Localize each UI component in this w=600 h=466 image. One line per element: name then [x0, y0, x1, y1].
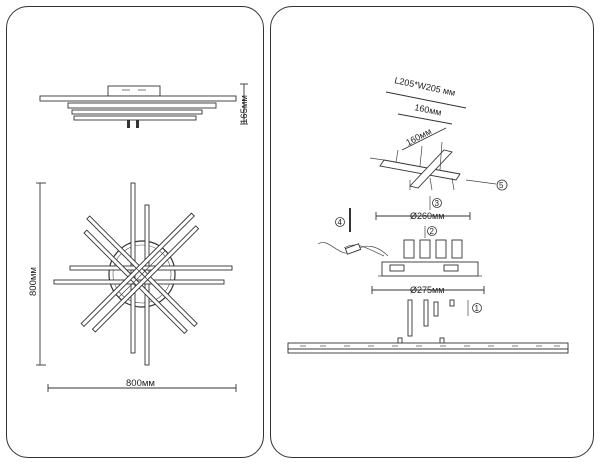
side-view-connector-a — [127, 120, 130, 128]
base-bar — [287, 342, 569, 350]
side-view-connector-b — [136, 120, 139, 128]
screw-right — [465, 179, 497, 185]
center-ring — [108, 240, 176, 308]
bracket-size-label: L205*W205 мм — [394, 75, 457, 98]
post-3 — [433, 301, 439, 317]
step-number-1: 1 — [475, 304, 480, 313]
side-height-label: 165мм — [239, 95, 250, 124]
mounting-bracket — [379, 141, 461, 191]
ray-diagonal-1 — [86, 215, 198, 327]
side-view: 165мм — [39, 83, 250, 128]
step-number-5: 5 — [499, 181, 504, 190]
top-view: 800мм 800мм — [28, 182, 237, 392]
top-width-label: 800мм — [126, 378, 155, 389]
terminal-blocks — [403, 239, 463, 259]
step-number-2: 2 — [430, 227, 435, 236]
bracket-size-dim-line — [385, 91, 467, 109]
side-view-bar-low — [71, 109, 203, 115]
step-circle-5 — [496, 179, 508, 191]
bracket-dim-a-label: 160мм — [414, 102, 443, 117]
top-height-label: 800мм — [28, 267, 39, 296]
step-circle-4 — [335, 217, 345, 227]
base-bar-lower — [287, 348, 569, 354]
step-number-3: 3 — [435, 199, 440, 208]
side-view-bar-top — [39, 95, 237, 102]
side-view-canopy — [107, 85, 161, 97]
mount-diameter-label: Ø260мм — [410, 211, 444, 221]
base-diameter-label: Ø275мм — [410, 285, 444, 295]
right-panel — [270, 6, 594, 458]
ray-vertical-2 — [144, 204, 150, 366]
side-view-bar-mid — [67, 102, 217, 109]
bracket-dim-a-line — [397, 113, 453, 125]
ray-diagonal-2 — [83, 229, 188, 335]
side-view-bar-bottom — [73, 115, 197, 121]
ray-horizontal-1 — [69, 265, 233, 271]
post-1 — [407, 299, 413, 337]
step-circle-2 — [427, 226, 437, 236]
step-circle-1 — [472, 303, 482, 313]
bracket-dim-b-line — [401, 127, 447, 151]
install-diagram: L205*W205 мм 160мм 160мм 5 3 Ø260мм — [287, 75, 569, 354]
post-cap — [449, 299, 455, 307]
wire-connector — [344, 243, 362, 255]
post-2 — [423, 299, 429, 327]
step-number-4: 4 — [338, 218, 343, 227]
screw-left — [369, 157, 385, 161]
step-circle-3 — [432, 198, 442, 208]
ray-diagonal-4 — [91, 225, 200, 333]
